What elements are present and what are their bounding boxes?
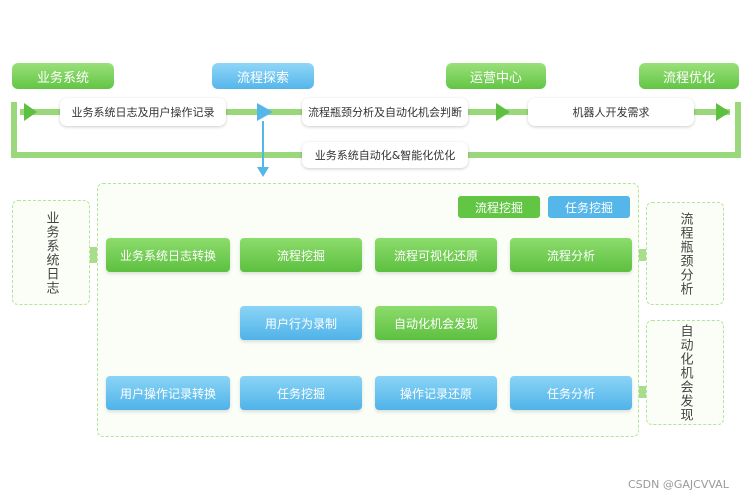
flow-arrow-1 (24, 103, 37, 121)
flow-label-robot-demand: 机器人开发需求 (528, 98, 694, 126)
flow-label-bottleneck: 流程瓶颈分析及自动化机会判断 (302, 98, 468, 126)
feedback-label: 业务系统自动化&智能化优化 (302, 142, 468, 168)
flow-arrow-4 (716, 103, 730, 121)
flow-arrow-2 (257, 103, 273, 121)
stage-business-system: 业务系统 (12, 63, 114, 89)
legend-process-mining: 流程挖掘 (458, 196, 540, 218)
step-user-recording: 用户行为录制 (240, 306, 362, 340)
step-log-conversion: 业务系统日志转换 (106, 238, 230, 272)
stage-process-exploration: 流程探索 (212, 63, 314, 89)
step-automation-discovery: 自动化机会发现 (375, 306, 497, 340)
input-business-logs: 业务系统日志 (12, 200, 90, 305)
flow-arrow-3 (496, 103, 510, 121)
step-process-visualization: 流程可视化还原 (375, 238, 497, 272)
down-arrow-head (257, 167, 269, 177)
step-process-analysis: 流程分析 (510, 238, 632, 272)
output-automation-discovery: 自动化机会发现 (646, 320, 724, 425)
step-task-mining: 任务挖掘 (240, 376, 362, 410)
stage-process-optimization: 流程优化 (639, 63, 739, 89)
step-record-restore: 操作记录还原 (375, 376, 497, 410)
step-process-mining: 流程挖掘 (240, 238, 362, 272)
step-task-analysis: 任务分析 (510, 376, 632, 410)
output-bottleneck-analysis: 流程瓶颈分析 (646, 202, 724, 305)
stage-operation-center: 运营中心 (446, 63, 546, 89)
step-operation-conversion: 用户操作记录转换 (106, 376, 230, 410)
legend-task-mining: 任务挖掘 (548, 196, 630, 218)
watermark: CSDN @GAJCVVAL (628, 478, 729, 491)
flow-label-logs: 业务系统日志及用户操作记录 (60, 98, 226, 126)
